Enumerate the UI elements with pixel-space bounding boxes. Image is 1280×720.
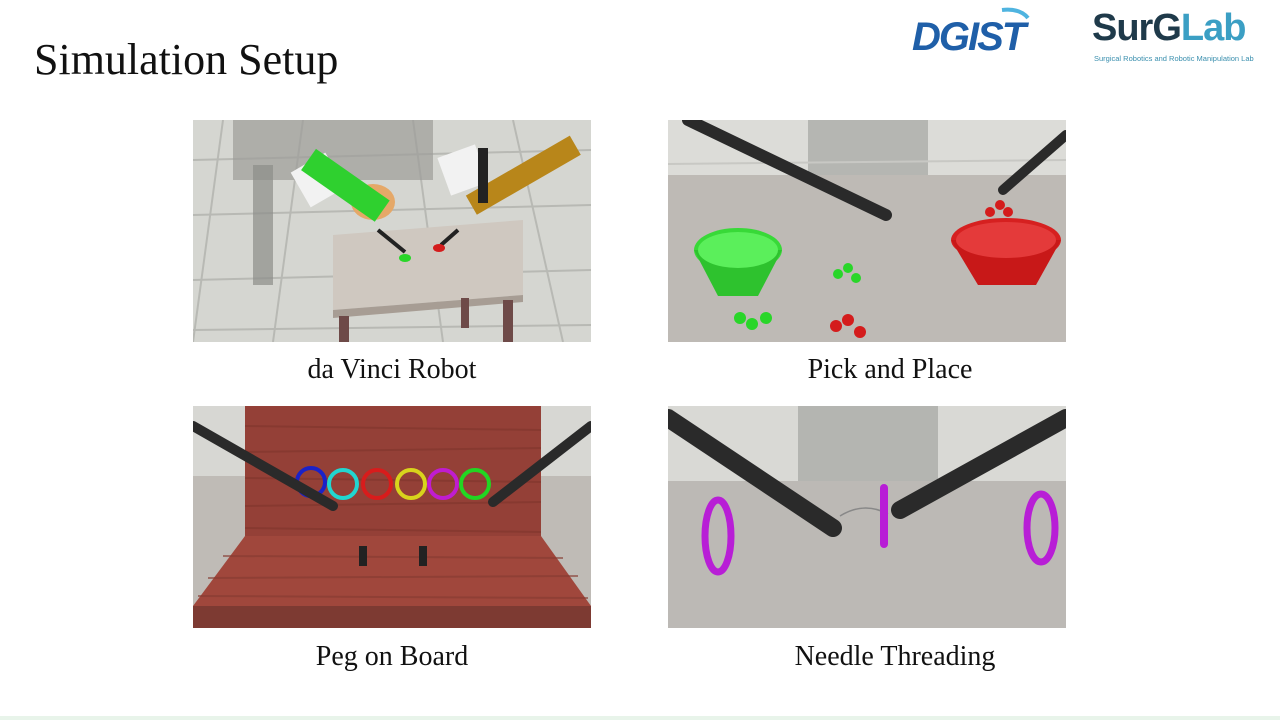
surglab-logo-text-a: SurG bbox=[1092, 7, 1182, 49]
needle-threading-image bbox=[668, 406, 1066, 628]
caption-pick-and-place: Pick and Place bbox=[807, 354, 973, 385]
surglab-logo: SurGLab Surgical Robotics and Robotic Ma… bbox=[1092, 6, 1278, 64]
dgist-logo-text: DGIST bbox=[912, 15, 1030, 59]
surglab-subtitle: Surgical Robotics and Robotic Manipulati… bbox=[1094, 54, 1254, 63]
caption-needle-threading: Needle Threading bbox=[794, 641, 996, 672]
davinci-robot-image bbox=[193, 120, 591, 342]
caption-peg-on-board: Peg on Board bbox=[315, 641, 469, 672]
surglab-logo-text-b: Lab bbox=[1180, 7, 1247, 49]
slide-title: Simulation Setup bbox=[34, 35, 339, 84]
pick-and-place-image bbox=[668, 120, 1066, 342]
bottom-accent-bar bbox=[0, 716, 1280, 720]
dgist-logo: DGIST bbox=[910, 6, 1082, 60]
peg-on-board-image bbox=[193, 406, 591, 628]
caption-davinci-robot: da Vinci Robot bbox=[307, 354, 477, 385]
